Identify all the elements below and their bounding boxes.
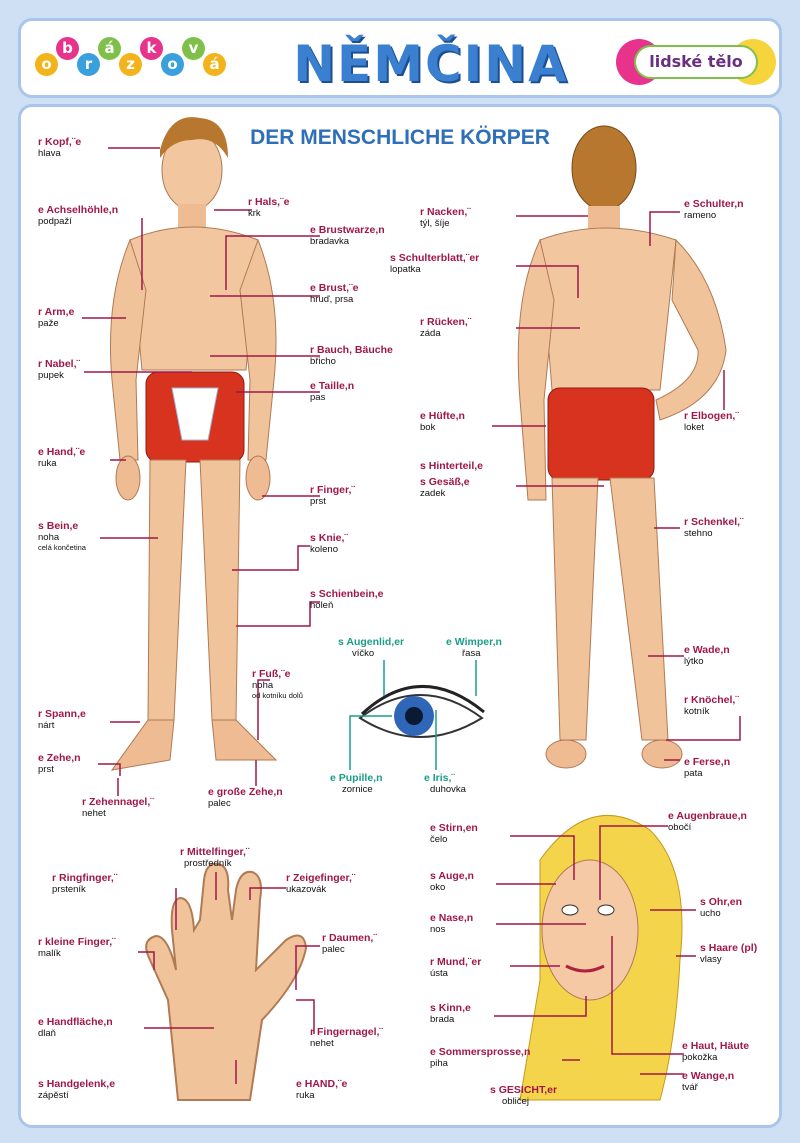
label-elbogen: r Elbogen,¨loket [684, 410, 739, 433]
logo-letter: o [35, 53, 58, 76]
label-knoechel: r Knöchel,¨kotník [684, 694, 739, 717]
logo-letter: v [182, 37, 205, 60]
hand-illustration [145, 862, 308, 1101]
logo-letter: k [140, 37, 163, 60]
logo-letter: r [77, 53, 100, 76]
label-nacken: r Nacken,¨týl, šíje [420, 206, 471, 229]
logo-letter: b [56, 37, 79, 60]
topic-badge: lidské tělo [616, 39, 776, 85]
logo-letter: z [119, 53, 142, 76]
label-hinterteil: s Hinterteil,e [420, 460, 484, 472]
label-schenkel: r Schenkel,¨stehno [684, 516, 744, 539]
logo-letter: á [98, 37, 121, 60]
label-mittelfinger: r Mittelfinger,¨prostředník [180, 846, 250, 869]
back-body-figure [517, 125, 727, 769]
label-zehennagel: r Zehennagel,¨nehet [82, 796, 154, 819]
label-knie: s Knie,¨koleno [310, 532, 348, 555]
poster-title: DER MENSCHLICHE KÖRPER [250, 126, 550, 149]
label-haare: s Haare (pl)vlasy [700, 942, 758, 965]
face-illustration [519, 815, 683, 1101]
label-ringfinger: r Ringfinger,¨prsteník [52, 872, 118, 895]
front-body-figure [110, 117, 278, 771]
page-title: NĚMČINA [293, 35, 569, 93]
logo-letter: o [161, 53, 184, 76]
label-ruecken: r Rücken,¨záda [420, 316, 472, 339]
topic-label: lidské tělo [634, 45, 758, 79]
label-daumen: r Daumen,¨palec [322, 932, 377, 955]
leader-lines [82, 147, 741, 1084]
label-iris: e Iris,¨duhovka [424, 772, 466, 795]
logo-letter: á [203, 53, 226, 76]
label-kleiner-finger: r kleine Finger,¨malík [38, 936, 116, 959]
label-finger: r Finger,¨prst [310, 484, 355, 507]
label-nabel: r Nabel,¨pupek [38, 358, 81, 381]
eye-illustration [358, 685, 485, 738]
label-zeigefinger: r Zeigefinger,¨ukazovák [286, 872, 356, 895]
label-fingernagel: r Fingernagel,¨nehet [310, 1026, 383, 1049]
